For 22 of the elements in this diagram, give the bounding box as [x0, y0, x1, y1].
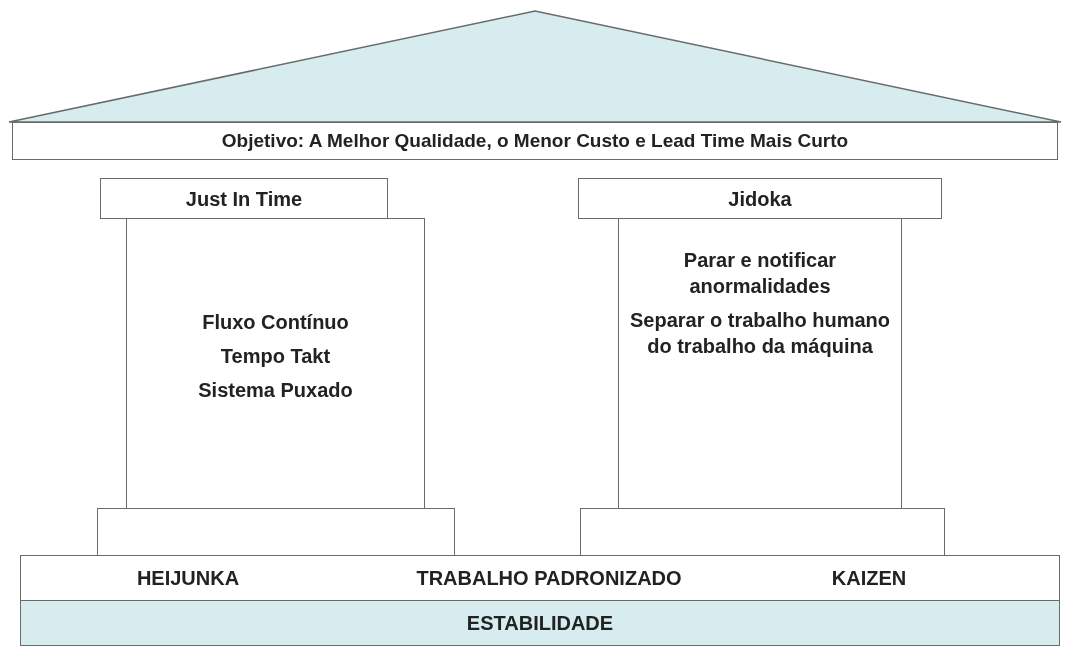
label-text: Tempo Takt	[220, 344, 331, 369]
pillar	[618, 218, 902, 509]
foundation-base	[20, 600, 1060, 646]
label-text: Parar e notificar anormalidades	[682, 248, 838, 299]
pillar-cap	[578, 178, 942, 219]
foundation-bar	[20, 555, 1060, 601]
base-block	[97, 508, 455, 556]
label-text: Fluxo Contínuo	[202, 310, 349, 335]
roof-triangle	[8, 10, 1062, 123]
label-text: ESTABILIDADE	[466, 611, 614, 636]
pillar-label: HEIJUNKA	[136, 566, 240, 590]
pillar-cap	[100, 178, 388, 219]
pillar	[126, 218, 425, 509]
label-text: Just In Time	[185, 186, 303, 212]
pillar-label: KAIZEN	[831, 566, 907, 590]
label-text: Objetivo: A Melhor Qualidade, o Menor Custo e Lead Time Mais Curto	[221, 128, 849, 153]
pillar-label: TRABALHO PADRONIZADO	[416, 566, 682, 590]
base-block	[580, 508, 945, 556]
label-text: Sistema Puxado	[198, 378, 353, 403]
goal-bar	[12, 122, 1058, 160]
label-text: Separar o trabalho humano do trabalho da máquina	[629, 308, 891, 359]
label-text: Jidoka	[728, 186, 792, 212]
